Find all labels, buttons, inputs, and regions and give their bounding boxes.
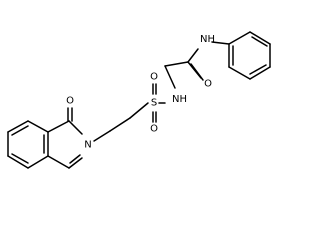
atom-o-sulfonyl-bottom: O	[150, 124, 158, 135]
atom-n-amide: NH	[200, 34, 215, 45]
atom-s: S	[151, 98, 157, 109]
atom-o-ketone: O	[66, 96, 74, 107]
atom-o-amide: O	[204, 79, 212, 90]
sulfonyl-group	[93, 83, 166, 142]
atom-labels: NH O NH S O O N O	[66, 34, 215, 151]
atom-n-sulfonamide: NH	[172, 94, 187, 105]
amide-group	[164, 41, 230, 89]
isoquinolinone-ring	[7, 107, 83, 169]
structure-diagram: NH O NH S O O N O	[7, 31, 271, 169]
atom-n-ring: N	[84, 140, 91, 151]
phenyl-ring	[228, 31, 271, 80]
atom-o-sulfonyl-top: O	[150, 72, 158, 83]
